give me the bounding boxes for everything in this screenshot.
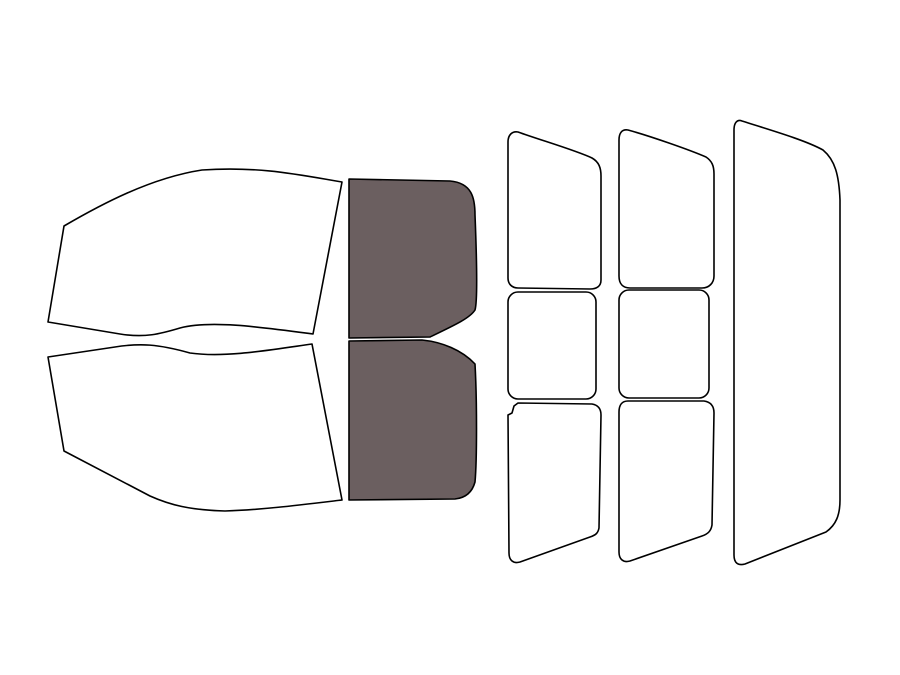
back-windshield[interactable] [733,119,841,566]
front-left-door-window[interactable] [47,168,343,337]
rear-left-door-window[interactable] [507,131,602,290]
rear-left-quarter-window[interactable] [507,291,597,400]
front-left-vent-window[interactable] [348,178,478,339]
front-right-door-window[interactable] [47,343,343,512]
rear-right-lower-window[interactable] [618,400,715,563]
rear-right-door-window[interactable] [618,129,715,289]
rear-left-lower-window[interactable] [507,402,602,564]
front-right-vent-window[interactable] [348,339,478,501]
rear-right-quarter-window[interactable] [618,289,710,399]
